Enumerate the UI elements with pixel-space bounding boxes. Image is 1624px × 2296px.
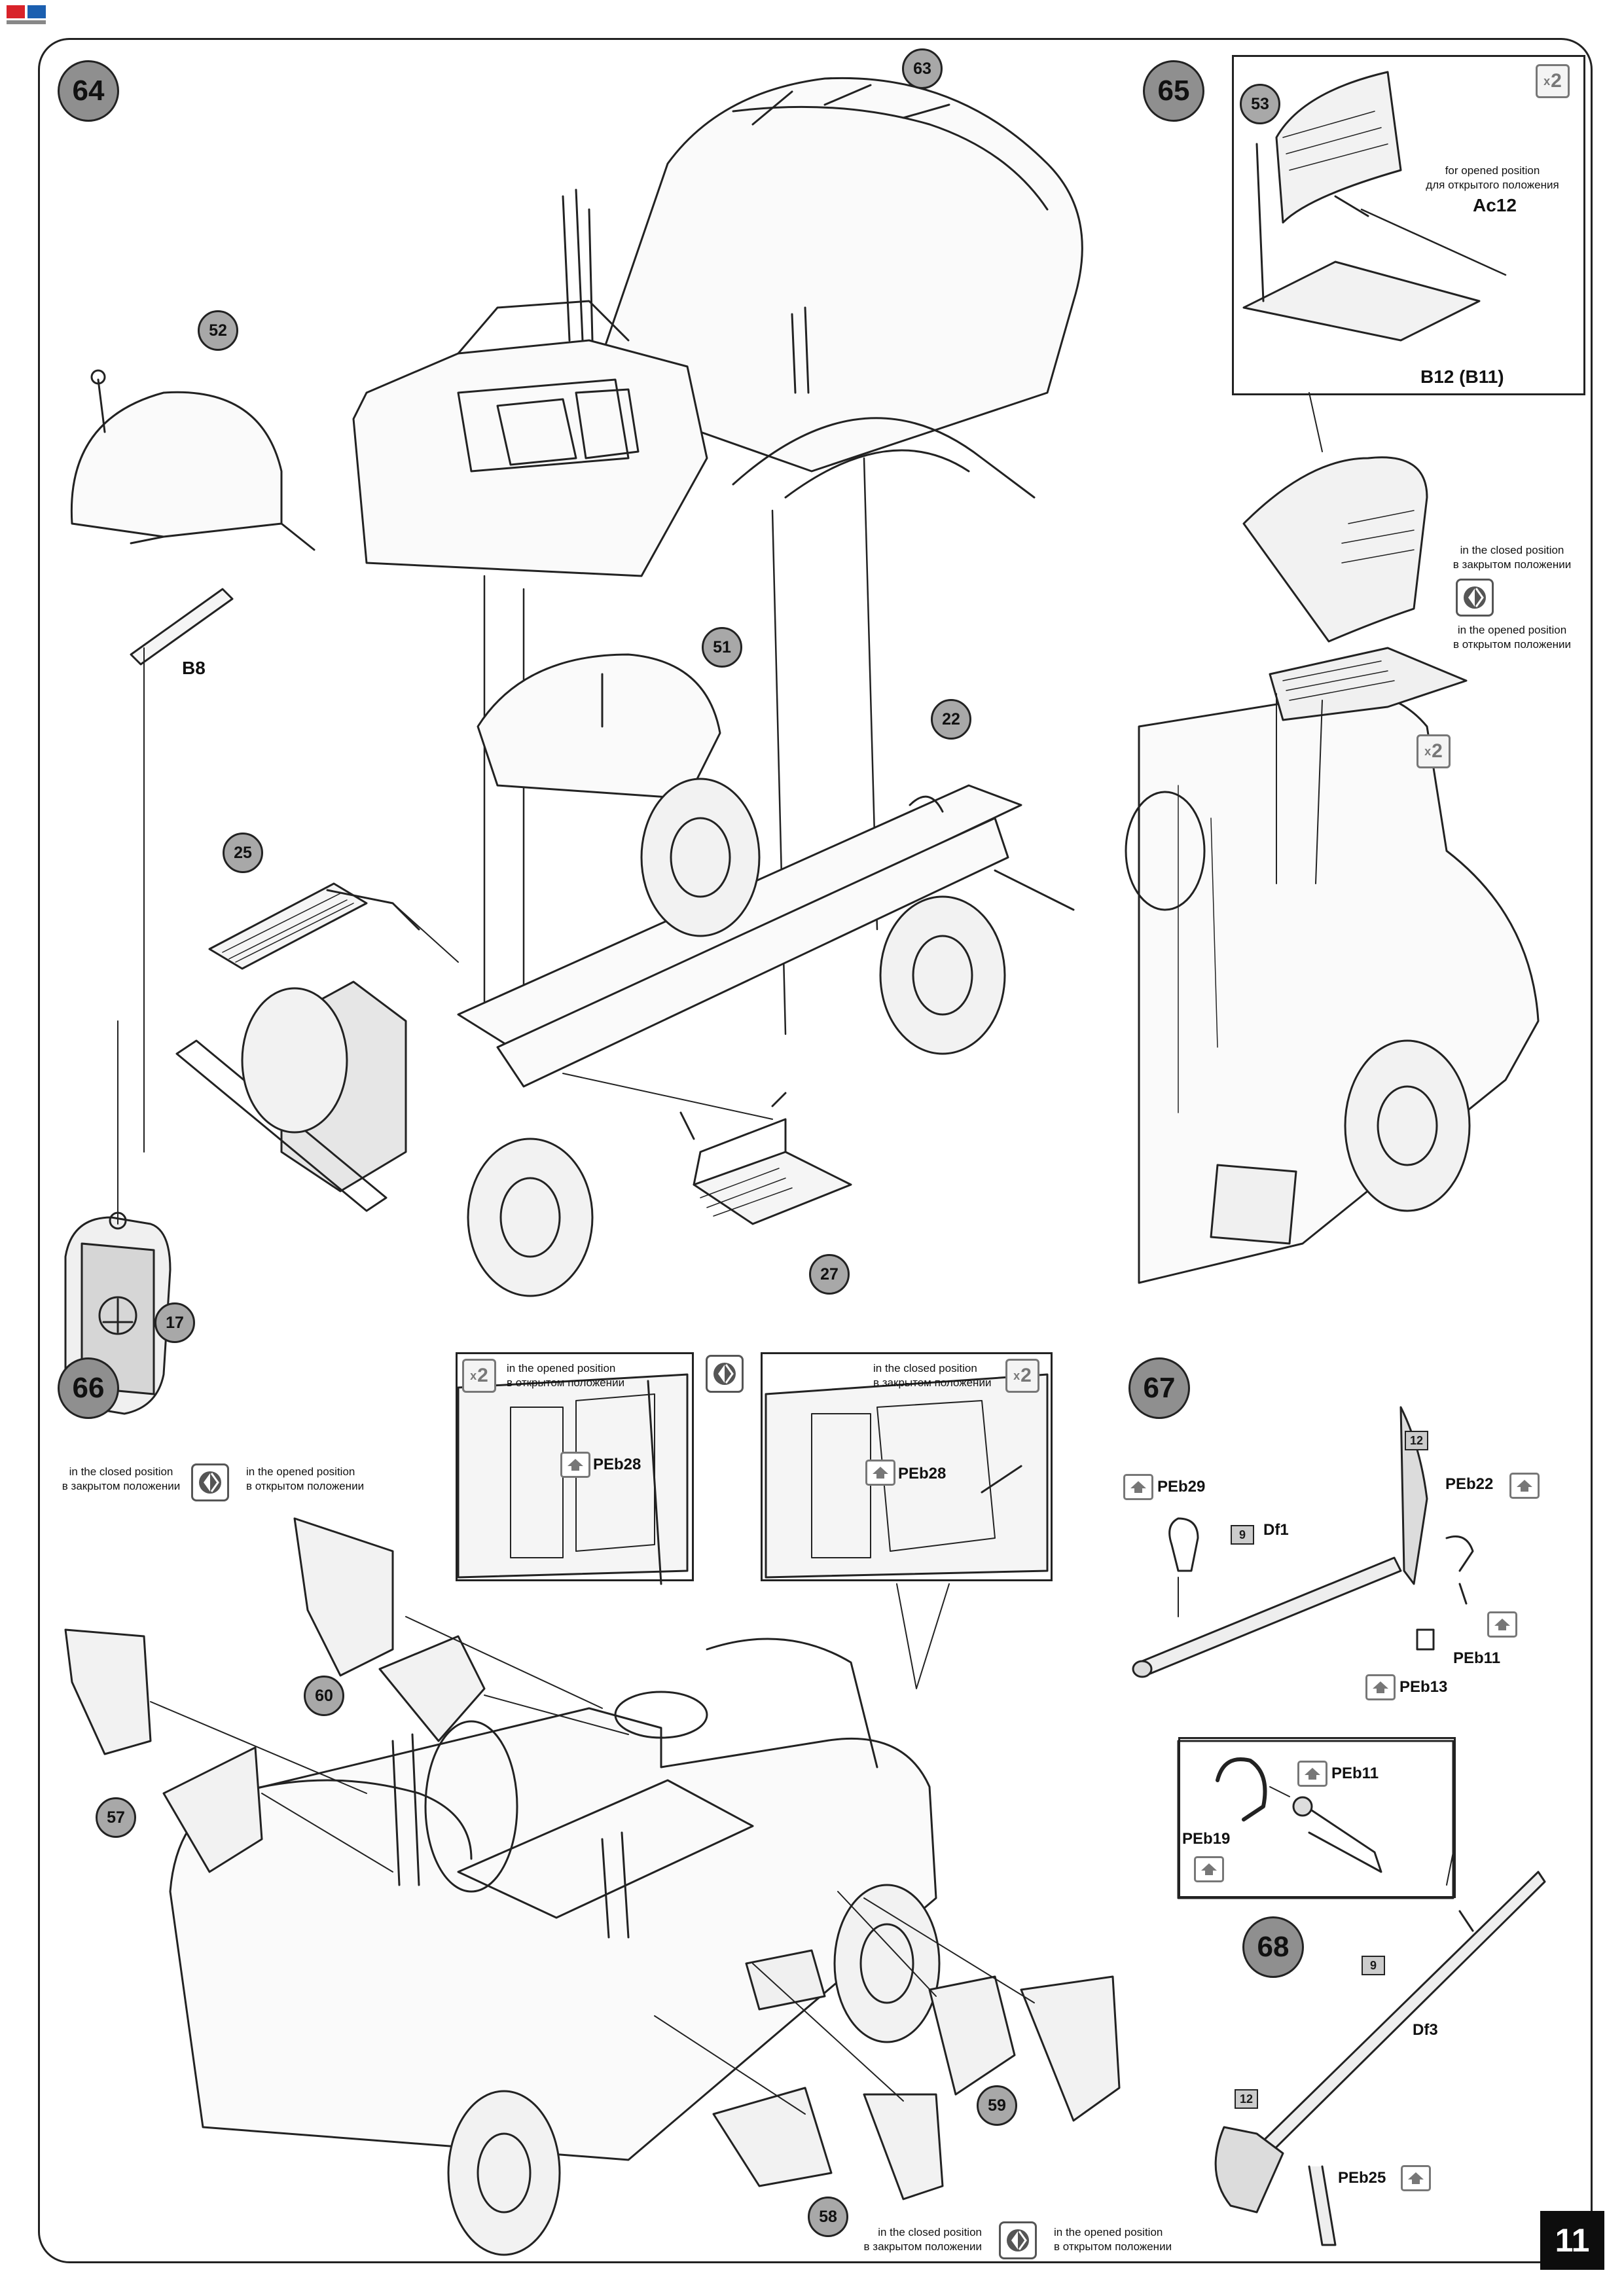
part-callout-58: 58: [808, 2197, 848, 2237]
sprue-number-12-68: 12: [1235, 2089, 1258, 2109]
part-callout-57: 57: [96, 1797, 136, 1838]
sprue-number-12: 12: [1405, 1431, 1428, 1450]
photo-etch-icon: [1365, 1674, 1396, 1700]
step67-tools-illustration: [1132, 1406, 1474, 1678]
step66-inset-right-note: in the closed position в закрытом положе…: [873, 1362, 992, 1389]
step66-inset-right: [761, 1352, 1053, 1581]
flip-icon: [706, 1355, 744, 1393]
page-frame: [38, 38, 1593, 2263]
part-label-df1: Df1: [1263, 1521, 1289, 1539]
photo-etch-icon: [1123, 1474, 1153, 1500]
step64-chassis-illustration: [175, 778, 1075, 1297]
flip-icon: [1456, 579, 1494, 617]
photo-etch-icon: [1401, 2165, 1431, 2191]
photo-etch-icon: [1509, 1473, 1540, 1499]
part-callout-52: 52: [198, 310, 238, 351]
step65-opened-note: for opened position для открытого положе…: [1426, 164, 1559, 191]
flip-icon: [999, 2221, 1037, 2259]
step66-opened-note: in the opened position в открытом положе…: [246, 1465, 365, 1492]
step66-bottom-opened-note: in the opened position в открытом положе…: [1054, 2226, 1172, 2253]
part-callout-51: 51: [702, 627, 742, 668]
part-callout-60: 60: [304, 1676, 344, 1716]
part-callout-53: 53: [1240, 84, 1280, 124]
part-label-peb19: PEb19: [1182, 1830, 1231, 1848]
part-callout-17: 17: [154, 1302, 195, 1343]
part-label-peb22: PEb22: [1445, 1475, 1494, 1493]
step66-inset-left-note: in the opened position в открытом положе…: [507, 1362, 625, 1389]
part-label-peb28-left: PEb28: [593, 1456, 641, 1473]
part-label-b8: B8: [182, 658, 206, 678]
part-callout-25: 25: [223, 833, 263, 873]
step68-shovel-illustration: [1214, 1852, 1546, 2246]
sprue-number-9-68: 9: [1362, 1956, 1385, 1975]
part-label-b12: B12 (B11): [1420, 367, 1504, 387]
step66-inset-right-illustration: [765, 1373, 1049, 1579]
step65-hood-detail-illustration: [1242, 392, 1428, 643]
part-callout-22: 22: [931, 699, 971, 740]
step64-step-27-illustration: [562, 1073, 852, 1225]
part-label-df3: Df3: [1413, 2021, 1438, 2039]
part-label-peb25: PEb25: [1338, 2169, 1386, 2187]
photo-etch-icon: [560, 1452, 590, 1478]
step-number-68: 68: [1242, 1916, 1304, 1978]
step65-closed-note: in the closed position в закрытом положе…: [1453, 544, 1572, 571]
step66-bottom-closed-note: in the closed position в закрытом положе…: [863, 2226, 982, 2253]
step64-fender-51-illustration: [477, 653, 721, 800]
part-label-peb28-right: PEb28: [898, 1465, 947, 1482]
photo-etch-icon: [865, 1460, 895, 1486]
step66-callout-pointer: [896, 1583, 950, 1689]
step64-body-illustration: [352, 77, 1083, 1062]
part-callout-59: 59: [977, 2085, 1017, 2126]
step65-front-illustration: [1125, 647, 1540, 1284]
part-label-peb29: PEb29: [1157, 1478, 1206, 1496]
step64-step-25-illustration: [208, 882, 459, 970]
step64-b8-rod-illustration: [130, 588, 234, 1153]
flip-icon: [191, 1463, 229, 1501]
step65-detail-inset: [1232, 55, 1585, 395]
photo-etch-icon: [1487, 1611, 1517, 1638]
step66-vehicle-illustration: [169, 1638, 941, 2256]
step-number-64: 64: [58, 60, 119, 122]
step-number-67: 67: [1128, 1357, 1190, 1419]
step66-inset-left: [456, 1352, 694, 1581]
step64-grille-17-illustration: [64, 1020, 171, 1415]
part-label-ac12: Ac12: [1473, 195, 1517, 215]
step-number-66: 66: [58, 1357, 119, 1419]
photo-etch-icon: [1297, 1761, 1327, 1787]
part-label-peb13: PEb13: [1399, 1678, 1448, 1696]
page-number: 11: [1540, 2211, 1604, 2270]
step-number-65: 65: [1143, 60, 1204, 122]
step66-closed-note: in the closed position в закрытом положе…: [62, 1465, 181, 1492]
step65-opened-note-2: in the opened position в открытом положе…: [1453, 624, 1572, 651]
sprue-number-9: 9: [1231, 1525, 1254, 1545]
photo-etch-icon: [1194, 1856, 1224, 1882]
step65-inset-illustration: [1242, 71, 1507, 342]
part-label-peb11: PEb11: [1453, 1649, 1501, 1667]
step66-door-panels-illustration: [64, 1517, 1121, 2200]
part-callout-27: 27: [809, 1254, 850, 1295]
brand-logo: [5, 4, 48, 26]
step68-detail-inset: [1178, 1737, 1456, 1898]
part-label-peb11-68: PEb11: [1331, 1765, 1379, 1782]
step64-fender-52-illustration: [70, 369, 316, 551]
part-callout-63: 63: [902, 48, 943, 89]
